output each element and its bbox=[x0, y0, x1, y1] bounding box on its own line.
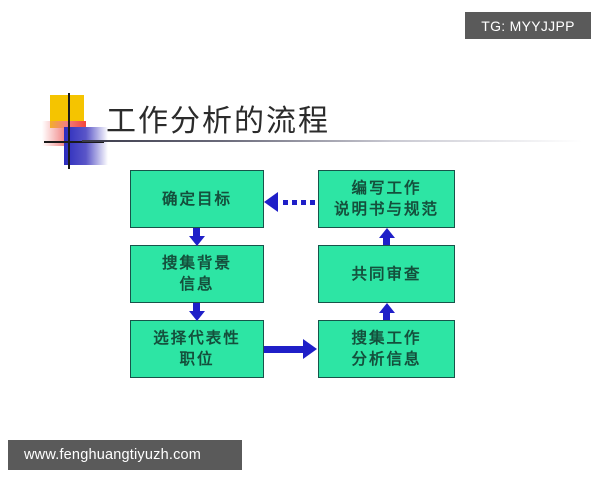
connector-dot bbox=[310, 199, 315, 205]
connector-down-arrow-shaft bbox=[193, 303, 200, 312]
flow-node-label: 共同审查 bbox=[351, 263, 422, 283]
flow-node-select-positions[interactable]: 选择代表性 职位 bbox=[130, 320, 264, 378]
site-watermark: www.fenghuangtiyuzh.com bbox=[8, 440, 242, 470]
connector-up-arrow-shaft bbox=[383, 236, 390, 245]
flow-node-label: 搜集背景 信息 bbox=[161, 253, 232, 293]
connector-up-arrow-head bbox=[378, 228, 395, 238]
connector-dot bbox=[292, 199, 297, 205]
connector-down-arrow-head bbox=[188, 311, 205, 321]
connector-dot bbox=[283, 199, 288, 205]
flow-node-write-job-spec[interactable]: 编写工作 说明书与规范 bbox=[318, 170, 455, 228]
logo-blue-square bbox=[64, 127, 108, 165]
connector-dot bbox=[301, 199, 306, 205]
flow-node-define-objective[interactable]: 确定目标 bbox=[130, 170, 264, 228]
connector-down-arrow-head bbox=[188, 236, 205, 246]
flow-node-label: 确定目标 bbox=[161, 188, 232, 208]
title-area: 工作分析的流程 bbox=[0, 88, 600, 169]
flow-node-collect-background[interactable]: 搜集背景 信息 bbox=[130, 245, 264, 303]
flow-node-label: 搜集工作 分析信息 bbox=[351, 328, 422, 368]
logo-horizontal-line bbox=[44, 141, 104, 143]
logo-vertical-line bbox=[68, 93, 70, 169]
flow-node-collect-analysis[interactable]: 搜集工作 分析信息 bbox=[318, 320, 455, 378]
flow-node-label: 选择代表性 职位 bbox=[153, 328, 241, 368]
connector-up-arrow-shaft bbox=[383, 311, 390, 320]
flow-node-joint-review[interactable]: 共同审查 bbox=[318, 245, 455, 303]
connector-down-arrow-shaft bbox=[193, 228, 200, 237]
tag-badge: TG: MYYJJPP bbox=[465, 12, 591, 39]
page-title: 工作分析的流程 bbox=[106, 104, 330, 139]
connector-up-arrow-head bbox=[378, 303, 395, 313]
flow-node-label: 编写工作 说明书与规范 bbox=[333, 178, 439, 218]
connector-right-arrow-shaft bbox=[264, 345, 304, 353]
decorative-logo-icon bbox=[42, 93, 108, 169]
title-underline-rule bbox=[82, 140, 582, 142]
connector-right-arrow-head bbox=[303, 339, 317, 359]
connector-dotted-arrow-head bbox=[264, 192, 278, 212]
